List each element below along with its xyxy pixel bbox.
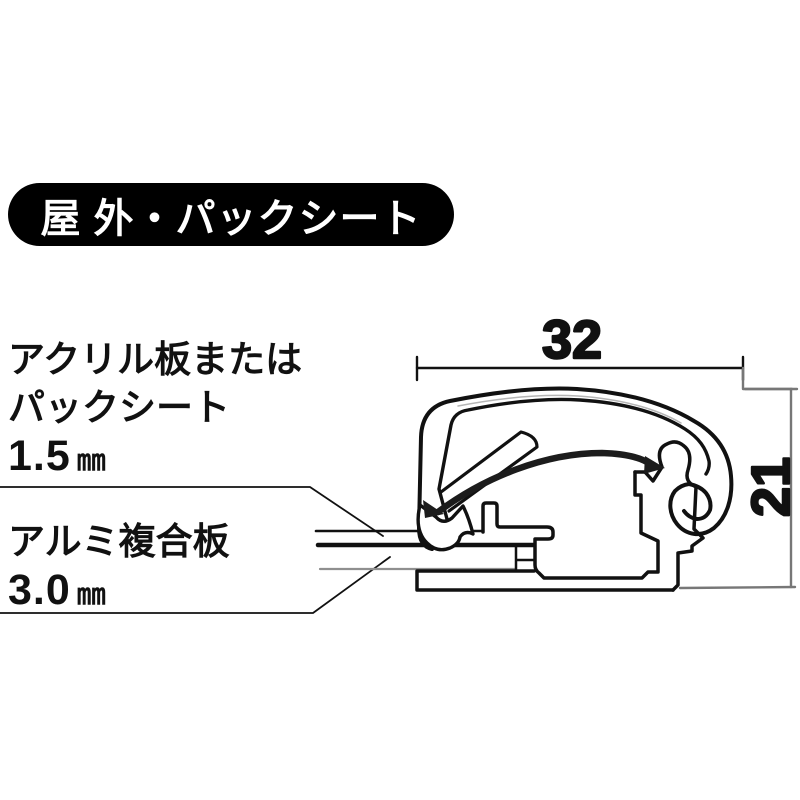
- category-badge-label: 屋 外・パックシート: [40, 196, 422, 241]
- acrylic-label-line1: アクリル板または: [8, 339, 303, 380]
- flap-outer-contour: [417, 386, 734, 551]
- leaf-spring-tip: [644, 456, 665, 474]
- acrylic-thickness-value: 1.5: [8, 432, 71, 480]
- aluminum-thickness-unit: ㎜: [76, 579, 106, 611]
- category-badge: 屋 外・パックシート: [8, 183, 454, 246]
- composite-board-end-cap: [514, 544, 536, 571]
- leader-line-acrylic: [0, 486, 384, 537]
- dimension-height-bottom-tick: [678, 585, 797, 590]
- acrylic-thickness-unit: ㎜: [76, 445, 106, 477]
- leader-lines: [0, 486, 391, 614]
- flap-fold-leg: [439, 430, 539, 513]
- frame-body-post-and-chamber: [481, 470, 660, 580]
- flap-top-highlight: [457, 394, 682, 424]
- aluminum-thickness-value: 3.0: [8, 566, 71, 614]
- snap-cover-flap: [416, 386, 734, 552]
- dimension-width-value: 32: [542, 310, 602, 370]
- aluminum-label-line1: アルミ複合板: [8, 521, 230, 562]
- dimension-height-value: 21: [741, 457, 800, 517]
- leader-line-aluminum: [0, 556, 391, 614]
- frame-body-base-plate: [415, 569, 675, 592]
- acrylic-label-line2: パックシート: [8, 387, 230, 428]
- leaf-spring-arc: [434, 449, 654, 516]
- dimension-height: 21: [678, 387, 800, 590]
- dimension-extension-elbow: [741, 366, 794, 391]
- dimension-width: 32: [415, 309, 794, 391]
- flap-inner-contour: [437, 397, 711, 521]
